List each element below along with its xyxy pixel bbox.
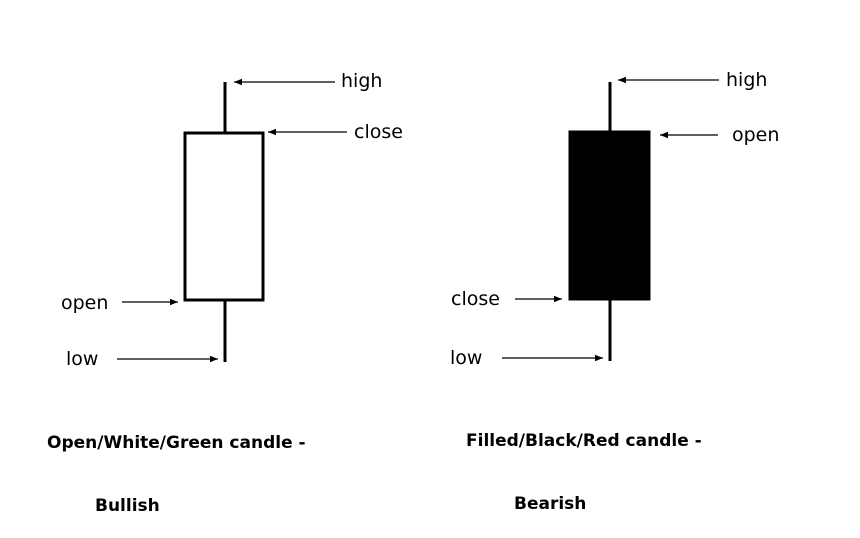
bullish-close-label: close: [354, 121, 403, 143]
bullish-open-label: open: [61, 292, 108, 314]
bearish-caption-line2: Bearish: [514, 494, 587, 514]
bearish-low-label: low: [450, 347, 482, 369]
bullish-high-label: high: [341, 70, 382, 92]
bullish-body: [183, 131, 265, 302]
bearish-high-label: high: [726, 69, 767, 91]
candlestick-diagram: high close open low high open close low: [61, 69, 779, 370]
bearish-open-label: open: [732, 124, 779, 146]
bearish-body: [568, 130, 651, 301]
bearish-close-label: close: [451, 288, 500, 310]
bullish-caption: Open/White/Green candle - Bullish: [47, 391, 306, 538]
bullish-caption-line2: Bullish: [95, 496, 160, 516]
bullish-low-label: low: [66, 348, 98, 370]
bullish-candle: high close open low: [61, 70, 403, 370]
bearish-caption: Filled/Black/Red candle - Bearish: [466, 389, 702, 536]
bearish-candle: high open close low: [450, 69, 779, 369]
bearish-caption-line1: Filled/Black/Red candle -: [466, 431, 702, 451]
bullish-caption-line1: Open/White/Green candle -: [47, 433, 306, 453]
